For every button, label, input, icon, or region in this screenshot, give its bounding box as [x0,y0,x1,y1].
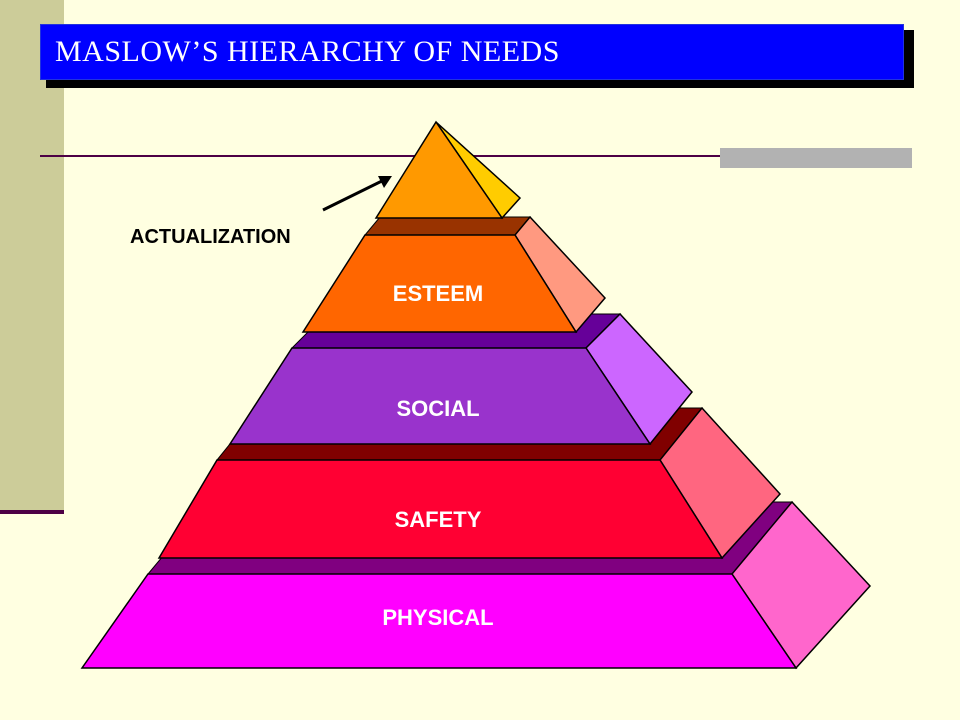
arrow-line [322,178,385,212]
tier-safety-front [157,459,724,559]
divider-accent [720,148,912,168]
tier-esteem: ESTEEM [301,215,607,334]
tier-esteem-front [301,234,578,333]
tier-safety-label: SAFETY [395,507,482,532]
actualization-label: ACTUALIZATION [130,226,291,248]
left-accent-underline [0,510,64,514]
tier-physical-label: PHYSICAL [382,605,493,630]
title-bar: MASLOW’S HIERARCHY OF NEEDS [40,24,904,80]
tier-physical-front [80,573,798,669]
tier-actualization-front [374,120,504,219]
page-title: MASLOW’S HIERARCHY OF NEEDS [55,35,560,68]
tier-social-label: SOCIAL [396,396,479,421]
tier-social: SOCIAL [228,312,693,446]
tier-actualization [374,120,522,220]
tier-esteem-label: ESTEEM [393,281,483,306]
tier-esteem-top [363,216,532,236]
arrow-head-icon [378,176,392,188]
tier-social-front [228,347,652,445]
divider-line [40,155,912,157]
actualization-pointer: ACTUALIZATION [130,176,392,248]
